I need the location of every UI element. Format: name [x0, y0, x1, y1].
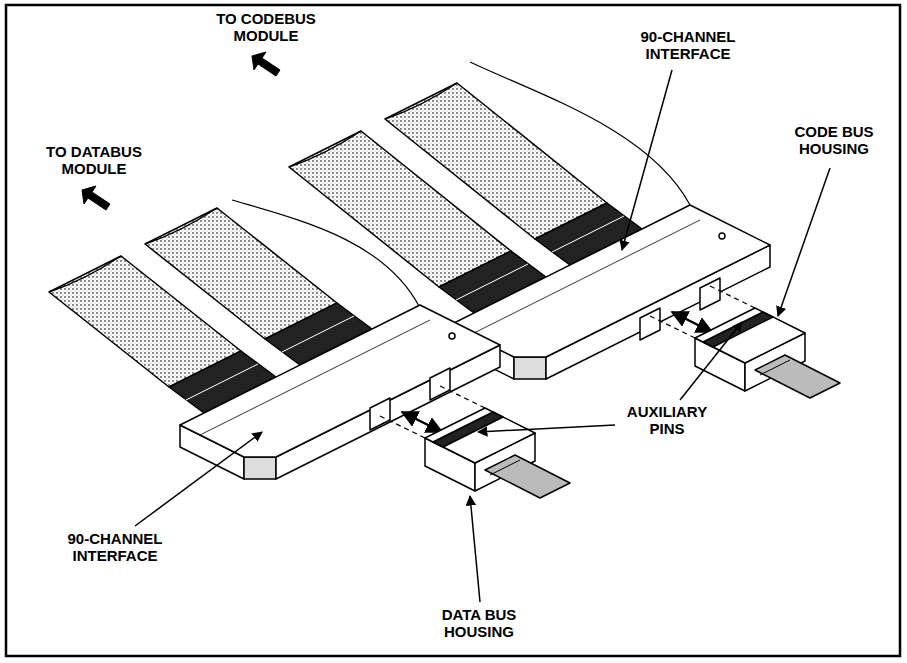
callout-label: AUXILIARY PINS [611, 403, 723, 437]
callout-label: TO CODEBUS MODULE [210, 10, 322, 44]
data-bus-assembly [49, 200, 570, 498]
callout-label: 90-CHANNEL INTERFACE [59, 530, 171, 564]
callout-label: TO DATABUS MODULE [38, 143, 150, 177]
callout-label: CODE BUS HOUSING [778, 123, 890, 157]
direction-arrow [82, 186, 110, 210]
direction-arrow [252, 52, 280, 76]
frame [6, 5, 900, 656]
leaders [82, 52, 830, 602]
callout-label: 90-CHANNEL INTERFACE [632, 28, 744, 62]
callout-label: DATA BUS HOUSING [423, 606, 535, 640]
